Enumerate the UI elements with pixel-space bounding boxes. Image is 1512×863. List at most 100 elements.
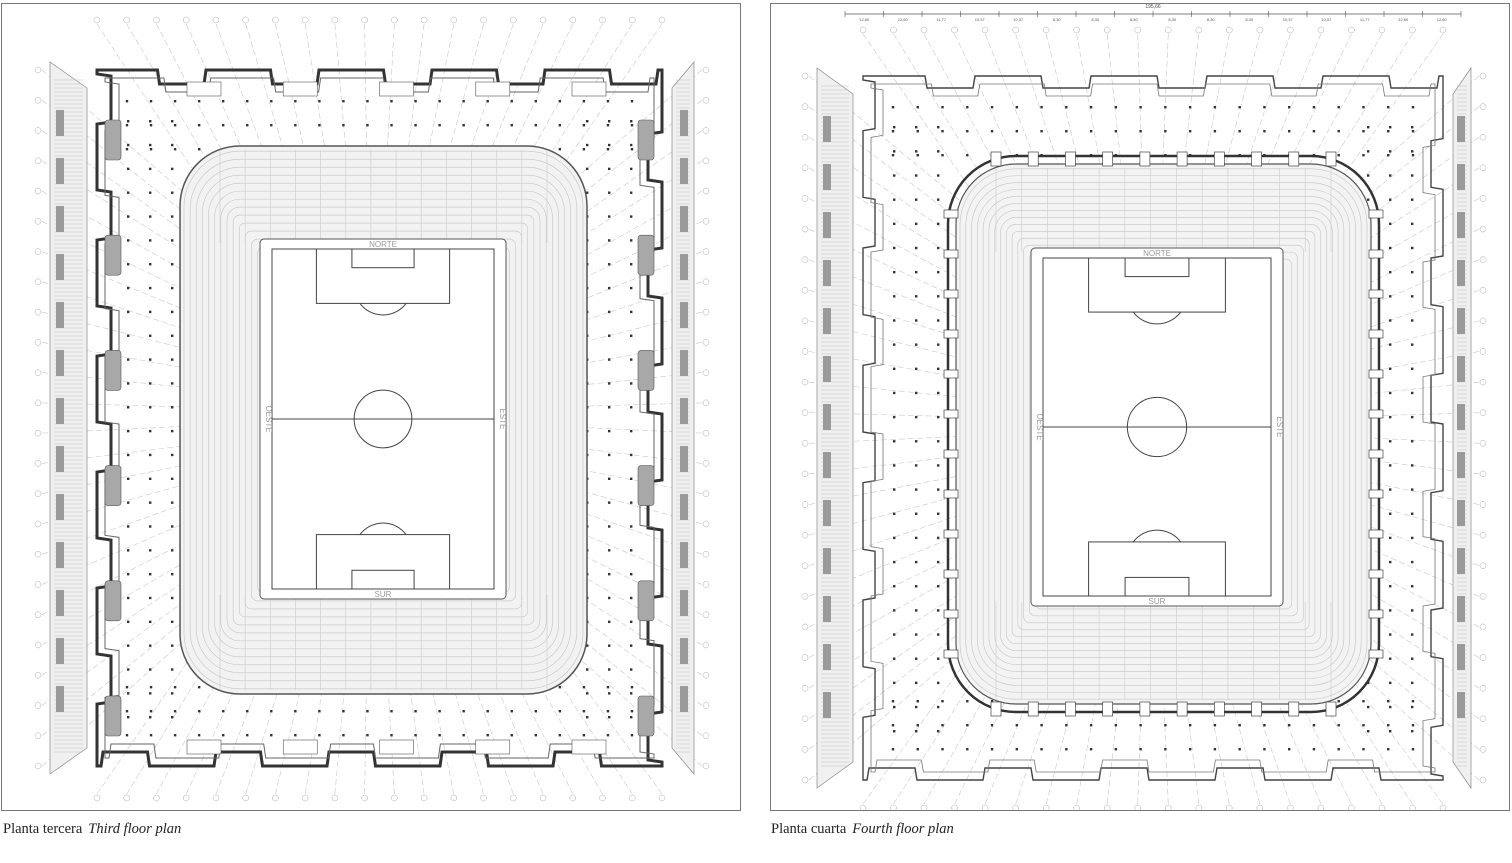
column (127, 167, 130, 171)
column (608, 310, 611, 314)
column (149, 143, 152, 147)
axis-bubble (450, 16, 458, 24)
stair-core-east (637, 580, 655, 622)
axis-bubble (801, 287, 809, 294)
seat-row (1017, 237, 1310, 631)
seat-row (232, 214, 535, 626)
service-room-south (571, 739, 607, 755)
axis-bubble (702, 399, 710, 407)
axis-bubble (1479, 195, 1487, 202)
column (1362, 154, 1365, 157)
column (173, 710, 177, 713)
vomitory (943, 409, 959, 419)
axis-bubble (801, 133, 809, 141)
column (891, 724, 895, 727)
column (1411, 585, 1414, 588)
column (1411, 174, 1414, 177)
column (586, 692, 589, 695)
column (915, 246, 918, 250)
column (893, 246, 896, 250)
column (941, 106, 944, 109)
column (937, 343, 940, 346)
column (891, 106, 895, 109)
axis-bubble (34, 671, 42, 679)
axis-bubble (272, 16, 279, 24)
vomitory (943, 449, 959, 459)
dimension-segment-label: 12,60 (859, 17, 870, 22)
column (941, 724, 944, 727)
column (1213, 724, 1217, 727)
column (558, 100, 562, 103)
axis-bubble (93, 794, 101, 802)
stand-block-dark (56, 446, 64, 472)
column (414, 124, 417, 127)
column (606, 100, 610, 103)
axis-bubble (801, 501, 809, 508)
column (630, 382, 633, 385)
stand-block-dark (823, 452, 831, 478)
axis-bubble (182, 16, 190, 24)
column (197, 686, 201, 689)
vomitory (1176, 701, 1188, 717)
axis-bubble (801, 378, 809, 386)
column (1337, 724, 1340, 727)
axis-bubble (702, 460, 710, 467)
vomitory (943, 289, 959, 299)
vomitory (943, 489, 959, 499)
axis-bubble (981, 804, 989, 810)
stand-block-dark (1457, 164, 1465, 190)
column (1188, 748, 1192, 751)
column (1411, 319, 1414, 322)
seat-row (971, 182, 1356, 686)
column (937, 730, 940, 733)
axis-bubble (93, 16, 101, 24)
column (915, 657, 918, 660)
column (915, 585, 918, 588)
axis-bubble (702, 308, 710, 316)
column (1389, 174, 1392, 177)
column (1389, 536, 1392, 540)
column (1312, 130, 1316, 133)
column (608, 143, 611, 147)
pitch-label-south: SUR (375, 590, 392, 599)
axis-bubble (702, 339, 710, 346)
column (342, 734, 345, 737)
column (171, 191, 174, 194)
column (1389, 126, 1392, 129)
column (630, 406, 633, 409)
axis-bubble (1287, 26, 1294, 34)
column (608, 692, 611, 695)
column (1389, 560, 1392, 564)
column (630, 191, 633, 194)
axis-bubble (331, 794, 339, 802)
axis-bubble (1378, 804, 1386, 810)
column (937, 464, 940, 467)
column (414, 710, 417, 713)
column (149, 406, 152, 409)
axis-bubble (1479, 317, 1487, 325)
axis-bubble (1479, 378, 1487, 386)
column (127, 120, 130, 123)
column (937, 512, 940, 515)
column (1089, 106, 1093, 109)
axis-bubble (801, 317, 809, 325)
column (1389, 440, 1392, 443)
column (1387, 724, 1390, 727)
column (1015, 748, 1019, 751)
column (1089, 748, 1093, 751)
column (149, 334, 152, 337)
column (366, 124, 369, 127)
column (893, 150, 896, 153)
axis-bubble (1479, 715, 1487, 723)
vomitory (1368, 409, 1384, 419)
column (937, 657, 940, 660)
column (915, 512, 918, 515)
column (486, 100, 489, 103)
column (1213, 130, 1217, 133)
column (294, 734, 297, 737)
axis-bubble (1317, 26, 1325, 34)
stand-block-dark (680, 158, 688, 184)
vomitory (1368, 609, 1384, 619)
column (125, 734, 129, 737)
column (893, 730, 896, 733)
